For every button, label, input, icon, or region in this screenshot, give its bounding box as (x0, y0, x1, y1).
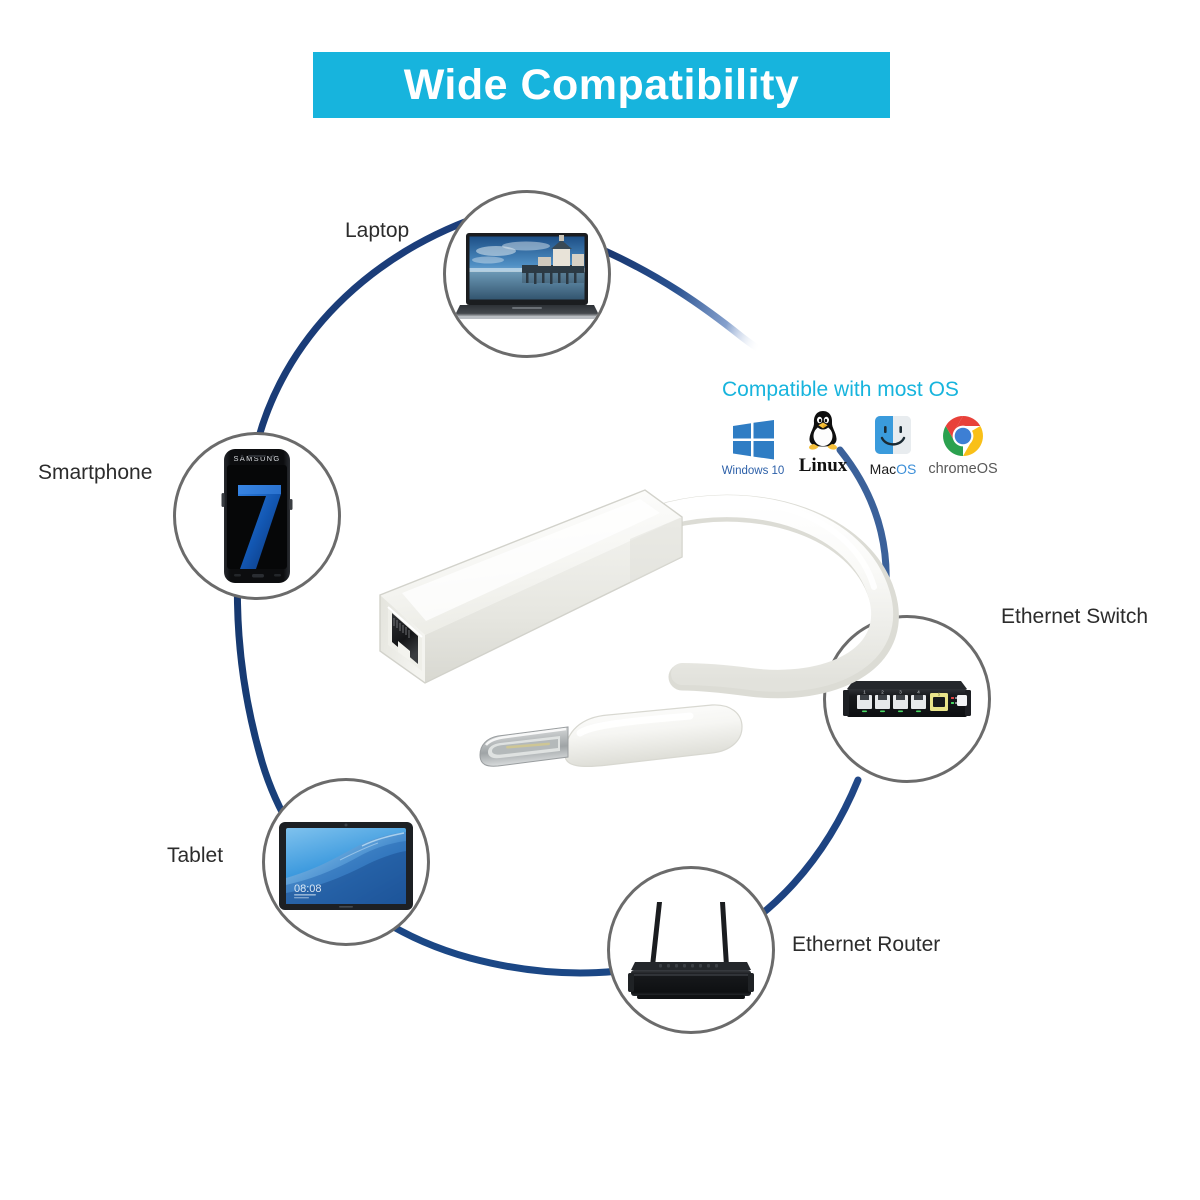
ring-arc-left (233, 206, 704, 977)
router-icon (628, 902, 754, 999)
svg-text:1: 1 (863, 690, 866, 695)
adapter-side-face (425, 517, 682, 683)
device-label-switch: Ethernet Switch (1001, 605, 1149, 628)
laptop-icon (454, 233, 600, 319)
svg-text:SAMSUNG: SAMSUNG (233, 454, 280, 463)
windows-logo-icon (730, 418, 776, 462)
usb-c-plug-housing (564, 704, 743, 767)
svg-text:4: 4 (917, 690, 920, 695)
device-label-laptop: Laptop (345, 219, 410, 242)
linux-penguin-icon (802, 408, 844, 452)
macos-finder-icon (872, 414, 914, 458)
device-label-router: Ethernet Router (792, 933, 941, 956)
os-item-macos: MacOS (862, 414, 924, 477)
os-compatibility-block: Compatible with most OS Windows 10 (722, 378, 998, 477)
device-node-router[interactable] (607, 866, 775, 1034)
os-label-windows: Windows 10 (721, 465, 785, 477)
page-title: Wide Compatibility (403, 60, 800, 109)
device-node-switch[interactable]: 1 2 3 4 5 (823, 615, 991, 783)
os-compatibility-title: Compatible with most OS (722, 378, 959, 401)
switch-icon: 1 2 3 4 5 (843, 681, 971, 717)
os-label-macos: MacOS (869, 461, 917, 477)
device-node-smartphone[interactable]: SAMSUNG (173, 432, 341, 600)
device-node-tablet[interactable]: 08:08 (262, 778, 430, 946)
os-logo-row: Windows 10 (722, 408, 998, 477)
device-node-laptop[interactable] (443, 190, 611, 358)
device-label-smartphone: Smartphone (38, 461, 153, 484)
svg-text:2: 2 (881, 690, 884, 695)
device-label-tablet: Tablet (167, 844, 224, 867)
title-banner: Wide Compatibility (313, 52, 890, 118)
svg-text:5: 5 (938, 692, 941, 697)
os-item-linux: Linux (792, 408, 854, 477)
tablet-icon: 08:08 (279, 822, 413, 910)
os-item-windows: Windows 10 (722, 418, 784, 477)
os-item-chromeos: chromeOS (928, 414, 998, 477)
adapter-cable (659, 495, 894, 692)
smartphone-icon: SAMSUNG (221, 449, 293, 583)
usb-c-ethernet-adapter (379, 489, 899, 767)
svg-text:3: 3 (899, 690, 902, 695)
ring-arc-top-fade (599, 246, 794, 364)
os-label-chromeos: chromeOS (928, 461, 998, 477)
chrome-logo-icon (941, 414, 985, 458)
os-label-linux: Linux (798, 455, 848, 476)
rj45-port-cavity (392, 613, 418, 664)
tablet-clock-text: 08:08 (294, 883, 322, 895)
